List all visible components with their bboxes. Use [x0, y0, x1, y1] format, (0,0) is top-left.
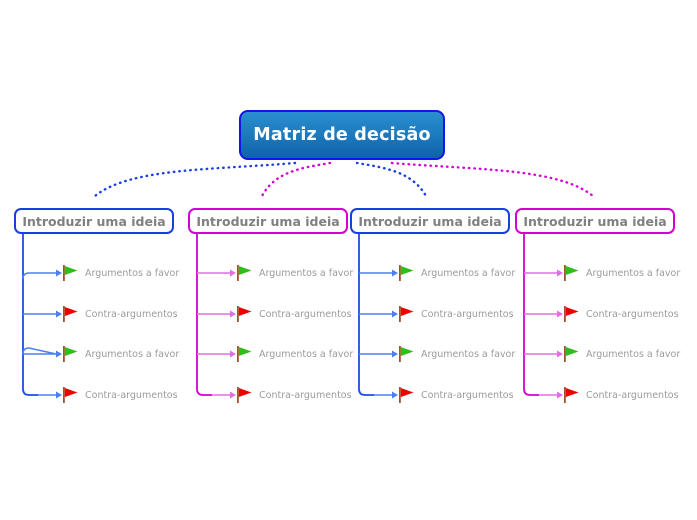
flag-red-icon	[63, 306, 78, 322]
flag-red-icon	[399, 306, 414, 322]
flag-green-icon	[399, 265, 414, 281]
branch-trunk-2	[196, 234, 212, 396]
leaf-item[interactable]: Argumentos a favor	[236, 262, 353, 284]
branch-trunk-1	[22, 234, 38, 396]
branch-twig-1-3	[22, 347, 57, 355]
branch-node-2[interactable]: Introduzir uma ideia	[188, 208, 348, 234]
flag-green-icon	[237, 346, 252, 362]
leaf-label: Contra-argumentos	[421, 308, 514, 320]
leaf-item[interactable]: Contra-argumentos	[236, 384, 352, 406]
leaf-label: Argumentos a favor	[421, 348, 516, 360]
leaf-item[interactable]: Contra-argumentos	[563, 384, 679, 406]
flag-green-icon	[63, 346, 78, 362]
root-node-label: Matriz de decisão	[253, 125, 431, 145]
leaf-item[interactable]: Argumentos a favor	[62, 343, 179, 365]
branch-twig-1-1	[22, 272, 56, 280]
leaf-item[interactable]: Argumentos a favor	[563, 343, 680, 365]
branch-node-3[interactable]: Introduzir uma ideia	[350, 208, 510, 234]
branch-node-4-box[interactable]: Introduzir uma ideia	[515, 208, 675, 234]
branch-node-1-label: Introduzir uma ideia	[22, 213, 166, 229]
leaf-label: Argumentos a favor	[421, 267, 516, 279]
branch-node-1[interactable]: Introduzir uma ideia	[14, 208, 174, 234]
flag-green-icon	[399, 346, 414, 362]
leaf-item[interactable]: Argumentos a favor	[398, 262, 515, 284]
flag-red-icon	[564, 387, 579, 403]
leaf-label: Contra-argumentos	[259, 308, 352, 320]
leaf-label: Contra-argumentos	[586, 389, 679, 401]
leaf-label: Argumentos a favor	[259, 348, 354, 360]
leaf-label: Contra-argumentos	[85, 389, 178, 401]
leaf-label: Contra-argumentos	[85, 308, 178, 320]
leaf-item[interactable]: Argumentos a favor	[563, 262, 680, 284]
leaf-item[interactable]: Contra-argumentos	[563, 303, 679, 325]
root-connector-2	[260, 161, 332, 198]
root-connector-3	[355, 161, 428, 198]
leaf-item[interactable]: Contra-argumentos	[398, 384, 514, 406]
root-node[interactable]: Matriz de decisão	[239, 110, 445, 160]
branch-node-2-label: Introduzir uma ideia	[196, 213, 340, 229]
leaf-item[interactable]: Argumentos a favor	[236, 343, 353, 365]
leaf-label: Argumentos a favor	[259, 267, 354, 279]
leaf-item[interactable]: Argumentos a favor	[62, 262, 179, 284]
root-connector-4	[390, 161, 595, 198]
flag-red-icon	[399, 387, 414, 403]
root-connector-1	[93, 161, 297, 198]
flag-red-icon	[237, 387, 252, 403]
leaf-label: Argumentos a favor	[586, 348, 681, 360]
branch-node-4-label: Introduzir uma ideia	[523, 213, 667, 229]
branch-node-3-box[interactable]: Introduzir uma ideia	[350, 208, 510, 234]
leaf-label: Argumentos a favor	[85, 348, 180, 360]
branch-trunk-3	[358, 234, 374, 396]
leaf-label: Argumentos a favor	[586, 267, 681, 279]
branch-node-4[interactable]: Introduzir uma ideia	[515, 208, 675, 234]
branch-node-3-label: Introduzir uma ideia	[358, 213, 502, 229]
leaf-item[interactable]: Contra-argumentos	[398, 303, 514, 325]
flag-red-icon	[237, 306, 252, 322]
flag-red-icon	[63, 387, 78, 403]
branch-node-2-box[interactable]: Introduzir uma ideia	[188, 208, 348, 234]
flag-green-icon	[564, 346, 579, 362]
flag-green-icon	[63, 265, 78, 281]
leaf-item[interactable]: Contra-argumentos	[236, 303, 352, 325]
leaf-item[interactable]: Contra-argumentos	[62, 384, 178, 406]
leaf-label: Contra-argumentos	[421, 389, 514, 401]
leaf-label: Argumentos a favor	[85, 267, 180, 279]
flag-green-icon	[564, 265, 579, 281]
leaf-item[interactable]: Argumentos a favor	[398, 343, 515, 365]
leaf-label: Contra-argumentos	[586, 308, 679, 320]
branch-node-1-box[interactable]: Introduzir uma ideia	[14, 208, 174, 234]
flag-green-icon	[237, 265, 252, 281]
flag-red-icon	[564, 306, 579, 322]
leaf-label: Contra-argumentos	[259, 389, 352, 401]
leaf-item[interactable]: Contra-argumentos	[62, 303, 178, 325]
branch-trunk-4	[523, 234, 539, 396]
